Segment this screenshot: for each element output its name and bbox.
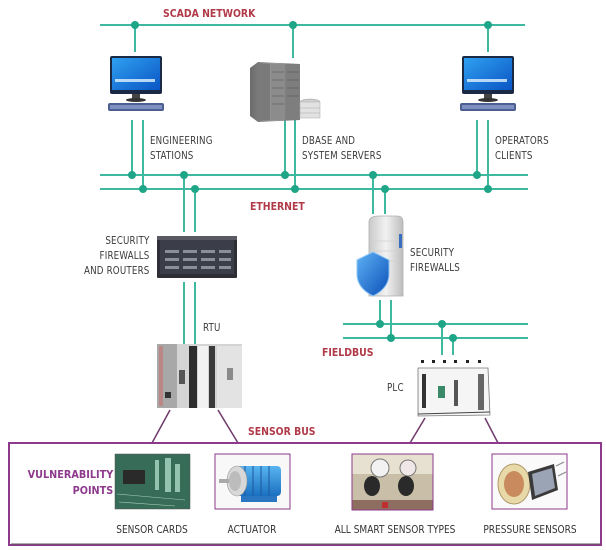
fieldbus-label: FIELDBUS — [322, 346, 374, 359]
engineering-stations-label: ENGINEERING STATIONS — [150, 133, 213, 163]
actuator-motor-image-icon — [214, 453, 291, 510]
plc-module-icon — [417, 360, 491, 417]
sensor-bus — [151, 409, 499, 444]
sensor-cards-image-icon — [114, 453, 191, 510]
security-routers-line2: FIREWALLS — [99, 249, 149, 262]
security-firewall-shield-icon — [356, 215, 404, 297]
pressure-sensors-image-icon — [491, 453, 568, 510]
vulnerability-title-line1: VULNERABILITY — [27, 468, 113, 481]
security-router-rack-icon — [157, 236, 237, 278]
network-junction-dots — [128, 21, 492, 342]
plc-label: PLC — [387, 381, 404, 394]
dbase-servers-line2: SYSTEM SERVERS — [302, 149, 382, 162]
dbase-server-rack-icon — [250, 62, 321, 122]
security-routers-line3: AND ROUTERS — [83, 264, 149, 277]
operators-clients-line1: OPERATORS — [495, 134, 549, 147]
vulnerability-title-line2: POINTS — [72, 484, 113, 497]
engineering-station-computer-icon — [108, 56, 164, 111]
engineering-stations-line1: ENGINEERING — [150, 134, 213, 147]
rtu-module-icon — [157, 344, 242, 408]
operators-client-computer-icon — [460, 56, 516, 111]
vulnerability-item-label: ACTUATOR — [227, 523, 277, 536]
rtu-label: RTU — [203, 321, 221, 334]
scada-network-bus — [100, 24, 525, 58]
operators-clients-line2: CLIENTS — [495, 149, 533, 162]
vulnerability-points-title: VULNERABILITY POINTS — [27, 467, 113, 499]
sensor-bus-label: SENSOR BUS — [248, 425, 316, 438]
vulnerability-item-label: SENSOR CARDS — [116, 523, 188, 536]
smart-sensor-types-image-icon — [351, 453, 434, 511]
dbase-servers-label: DBASE AND SYSTEM SERVERS — [302, 133, 382, 163]
vulnerability-item-label: PRESSURE SENSORS — [483, 523, 577, 536]
engineering-stations-line2: STATIONS — [150, 149, 194, 162]
dbase-servers-line1: DBASE AND — [302, 134, 356, 147]
vulnerability-item-label: ALL SMART SENSOR TYPES — [334, 523, 456, 536]
security-firewalls-label: SECURITY FIREWALLS — [410, 245, 460, 275]
ethernet-bus — [100, 120, 528, 345]
security-firewalls-line1: SECURITY — [410, 246, 455, 259]
security-firewalls-line2: FIREWALLS — [410, 261, 460, 274]
security-routers-line1: SECURITY — [104, 234, 149, 247]
ethernet-label: ETHERNET — [250, 200, 305, 213]
scada-network-label: SCADA NETWORK — [163, 7, 256, 20]
security-routers-label: SECURITY FIREWALLS AND ROUTERS — [83, 233, 149, 278]
operators-clients-label: OPERATORS CLIENTS — [495, 133, 549, 163]
vulnerability-points-box — [8, 442, 602, 546]
